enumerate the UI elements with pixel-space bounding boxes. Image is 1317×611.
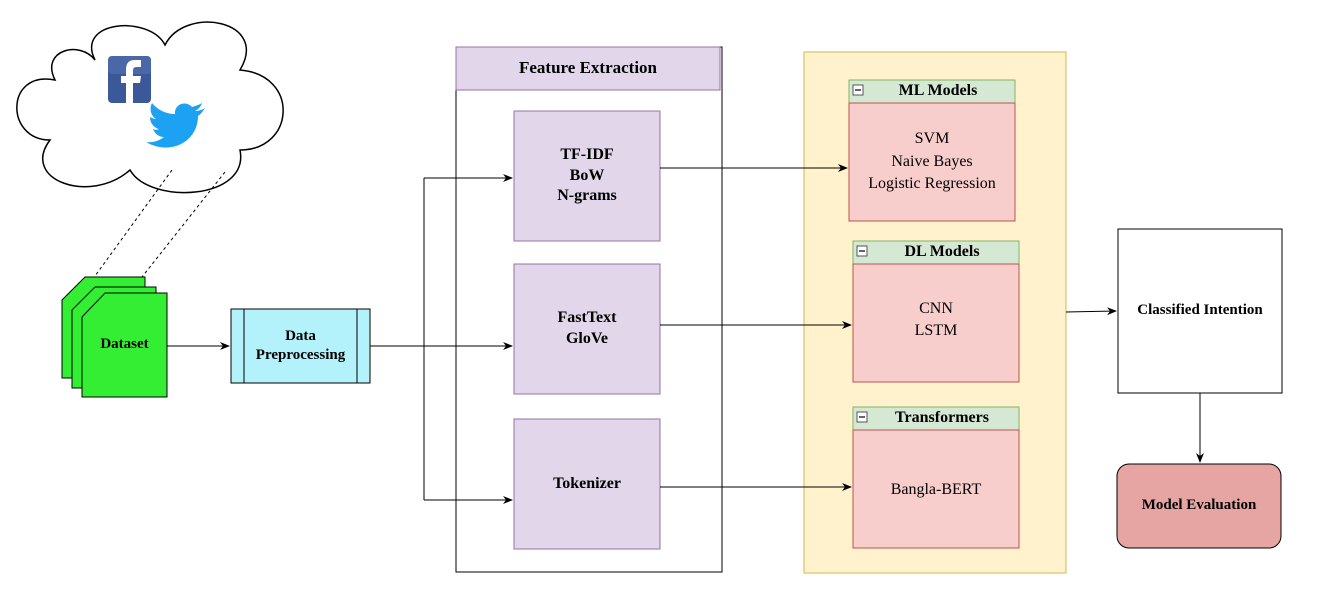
dl-models-list: CNN LSTM: [853, 284, 1019, 356]
feature-extraction-header: [455, 46, 721, 91]
ml-models-body: [848, 102, 1016, 222]
model-evaluation-box: [1116, 463, 1282, 549]
preprocessing-line1: Data: [285, 327, 316, 344]
dl-model-lstm: LSTM: [914, 322, 958, 339]
transformers-collapse-icon[interactable]: [856, 411, 868, 423]
preprocessing-label: Data Preprocessing: [244, 312, 357, 380]
feature-box-tokenizer: [513, 418, 661, 550]
transformer-bangla-bert: Bangla-BERT: [890, 480, 982, 498]
preprocessing-line2: Preprocessing: [255, 347, 346, 363]
model-evaluation-label: Model Evaluation: [1141, 497, 1257, 514]
dataset-icon: [61, 276, 168, 398]
classified-intention-box: [1117, 228, 1283, 394]
feature-fasttext: FastText: [557, 309, 617, 327]
ml-model-svm: SVM: [914, 130, 950, 148]
ml-models-list: SVM Naive Bayes Logistic Regression: [849, 115, 1015, 209]
feature-box-tfidf: [513, 110, 661, 242]
feature-extraction-title: Feature Extraction: [518, 58, 657, 78]
feature-glove: GloVe: [565, 330, 609, 347]
dl-models-title: DL Models: [904, 243, 980, 261]
feature-box-tfidf-text: TF-IDF BoW N-grams: [514, 111, 660, 241]
dl-model-cnn: CNN: [919, 299, 953, 317]
feature-box-embeddings: [513, 263, 661, 395]
arrow-models-classified: [1065, 307, 1117, 316]
facebook-icon: [108, 56, 151, 103]
ml-collapse-icon[interactable]: [852, 84, 864, 96]
classified-intention-label: Classified Intention: [1137, 302, 1263, 319]
ml-models-title: ML Models: [898, 82, 978, 100]
ml-model-naive-bayes: Naive Bayes: [891, 152, 973, 170]
feature-tfidf: TF-IDF: [560, 145, 614, 163]
dataset-label: Dataset: [100, 336, 149, 353]
cloud-icon: [16, 21, 284, 194]
dl-collapse-icon[interactable]: [856, 245, 868, 257]
dotted-link-left: [94, 169, 173, 277]
preprocessing-box: [230, 308, 371, 384]
transformers-title: Transformers: [895, 409, 989, 427]
dotted-link-right: [141, 171, 226, 278]
feature-ngrams: N-grams: [557, 187, 617, 205]
feature-bow: BoW: [569, 166, 605, 184]
transformers-body: [852, 429, 1020, 549]
feature-box-embeddings-text: FastText GloVe: [514, 264, 660, 394]
dl-models-body: [852, 263, 1020, 383]
ml-model-logistic-regression: Logistic Regression: [868, 175, 996, 193]
feature-tokenizer: Tokenizer: [553, 474, 621, 492]
twitter-icon: [146, 103, 205, 148]
